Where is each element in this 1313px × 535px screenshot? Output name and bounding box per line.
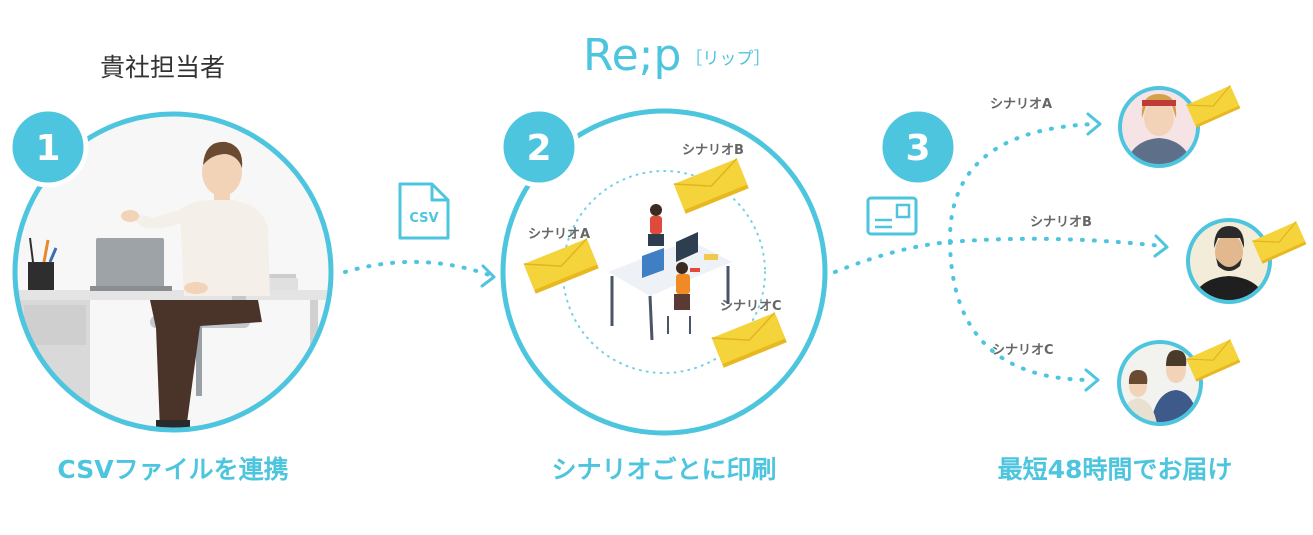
envelope-icon <box>711 312 787 368</box>
step1-caption: CSVファイルを連携 <box>57 455 289 484</box>
envelope-icon <box>523 238 599 294</box>
arrowhead-icon <box>1084 368 1100 392</box>
connector-1-2 <box>343 259 494 278</box>
step1-badge: 1 <box>7 106 89 188</box>
step3-badge: 3 <box>877 106 959 188</box>
recipient-b-avatar <box>1186 218 1272 304</box>
arrowhead-icon <box>1153 234 1169 258</box>
envelope-icon <box>673 158 749 214</box>
step1-number: 1 <box>35 128 60 169</box>
print-scenario-c-label: シナリオC <box>720 299 782 314</box>
csv-file-icon: CSV <box>398 182 450 240</box>
brand-logo-text: Re;p <box>583 30 682 81</box>
brand-logo: Re;p［リップ］ <box>583 30 770 81</box>
envelope-icon <box>1252 221 1307 264</box>
step2-number: 2 <box>526 128 551 169</box>
company-staff-label: 貴社担当者 <box>100 53 226 82</box>
arrowhead-icon <box>1086 112 1102 136</box>
delivery-scenario-b-label: シナリオB <box>1030 215 1092 230</box>
print-scenario-b-label: シナリオB <box>682 143 744 158</box>
step3-number: 3 <box>905 128 930 169</box>
envelope-icon <box>1186 339 1241 382</box>
delivery-scenario-a-label: シナリオA <box>990 97 1052 112</box>
step2-badge: 2 <box>498 106 580 188</box>
envelope-icon <box>1186 85 1241 128</box>
team-desk-illustration <box>608 204 732 341</box>
delivery-paths <box>833 122 1164 382</box>
print-scenario-a-label: シナリオA <box>528 227 590 242</box>
step3-caption: 最短48時間でお届け <box>997 455 1233 484</box>
delivery-scenario-c-label: シナリオC <box>992 343 1054 358</box>
csv-file-label: CSV <box>409 211 438 226</box>
recipient-c-avatar <box>1117 340 1203 426</box>
recipient-a-avatar <box>1118 86 1200 168</box>
step2-caption: シナリオごとに印刷 <box>551 455 777 484</box>
postcard-icon <box>866 196 918 236</box>
step1-circle <box>12 111 334 433</box>
brand-kana: ［リップ］ <box>685 49 771 69</box>
arrowhead-icon <box>480 264 496 288</box>
